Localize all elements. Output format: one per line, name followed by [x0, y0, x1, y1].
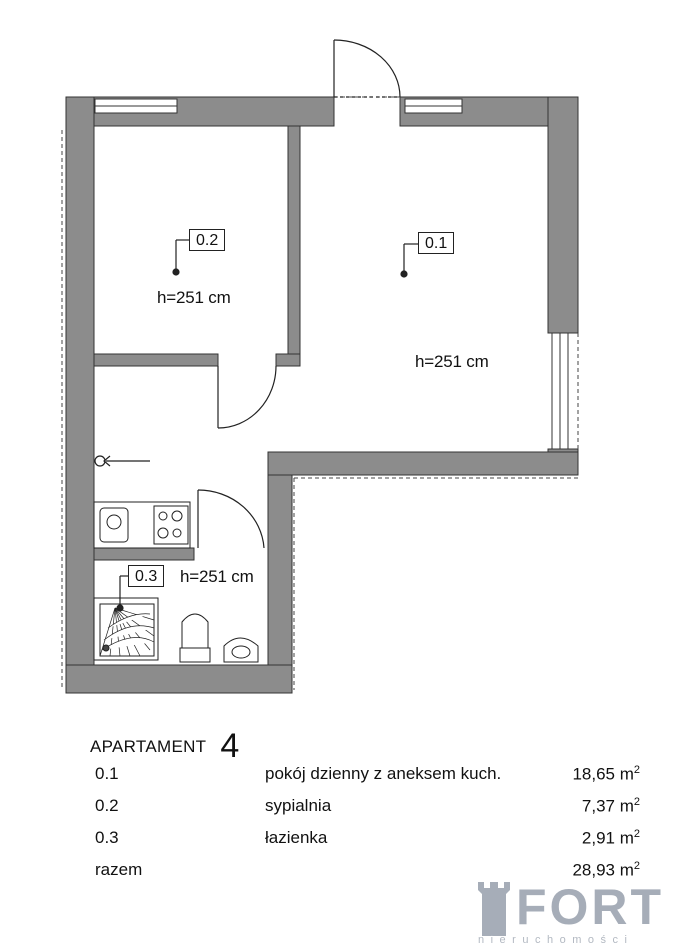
- shower-tray: [93, 597, 159, 661]
- meter-symbol: [94, 455, 150, 467]
- row-name: sypialnia: [265, 796, 332, 815]
- room-id-0-1: 0.1: [418, 232, 455, 254]
- walls: [65, 96, 579, 694]
- area-row: 0.3 łazienka 2,91 m2: [95, 828, 640, 854]
- room-id-0-2: 0.2: [189, 229, 226, 251]
- fort-logo: FORT nieruchomości: [472, 876, 676, 948]
- row-area: 2,91 m2: [581, 828, 640, 848]
- kitchen-counter: [93, 501, 191, 549]
- row-id: 0.1: [95, 764, 119, 783]
- logo-brand: FORT: [516, 879, 665, 935]
- toilet: [179, 613, 211, 663]
- row-id: 0.2: [95, 796, 119, 815]
- row-area: 28,93 m2: [572, 860, 640, 880]
- height-label-0-1: h=251 cm: [415, 352, 489, 371]
- room-markers: [116, 239, 418, 612]
- area-row: 0.1 pokój dzienny z aneksem kuch. 18,65 …: [95, 764, 640, 790]
- area-row: 0.2 sypialnia 7,37 m2: [95, 796, 640, 822]
- row-name: łazienka: [265, 828, 328, 847]
- floor-plan: [61, 39, 579, 694]
- row-id: 0.3: [95, 828, 119, 847]
- tower-icon: [478, 882, 510, 936]
- row-area: 7,37 m2: [581, 796, 640, 816]
- row-id: razem: [95, 860, 143, 879]
- area-row-total: razem 28,93 m2: [95, 860, 640, 886]
- height-label-0-3: h=251 cm: [180, 567, 254, 586]
- apartment-label: APARTAMENT: [90, 737, 207, 756]
- washbasin: [223, 637, 259, 663]
- row-name: pokój dzienny z aneksem kuch.: [265, 764, 502, 783]
- apartment-number: 4: [220, 727, 240, 765]
- outer-dashed-lines: [61, 96, 579, 690]
- room-id-0-3: 0.3: [128, 565, 165, 587]
- apartment-title: APARTAMENT 4: [90, 722, 239, 765]
- doors: [197, 39, 401, 549]
- height-label-0-2: h=251 cm: [157, 288, 231, 307]
- windows: [94, 98, 569, 450]
- row-area: 18,65 m2: [572, 764, 640, 784]
- logo-tagline: nieruchomości: [478, 934, 634, 946]
